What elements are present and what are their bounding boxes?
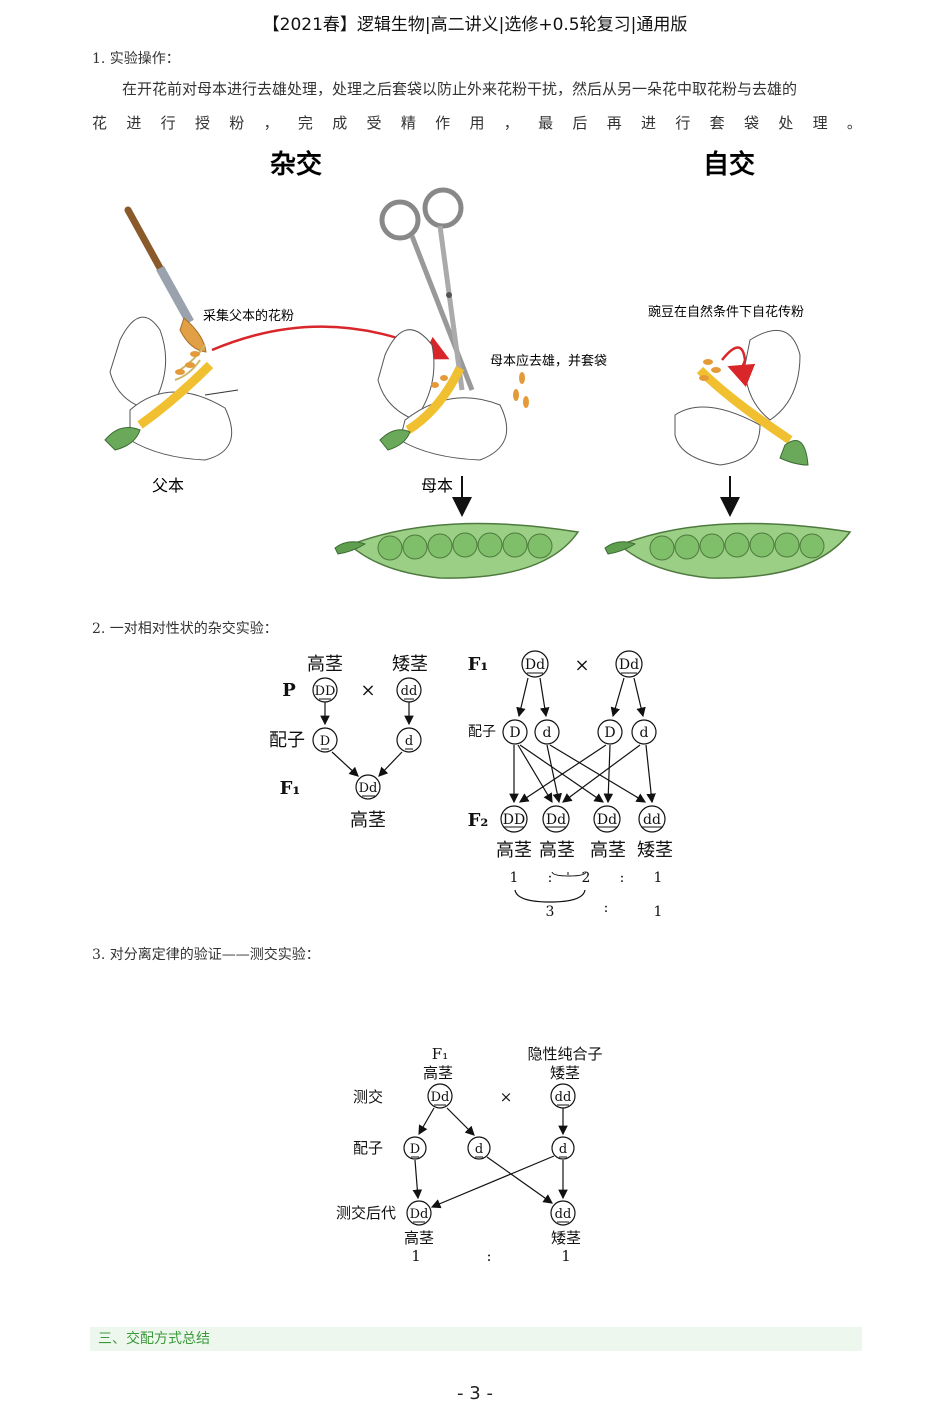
cross-symbol: × — [360, 680, 375, 701]
label-emasculate: 母本应去雄，并套袋 — [490, 353, 607, 369]
label-gamete-testcross: 配子 — [353, 1139, 383, 1157]
title-self: 自交 — [703, 149, 755, 180]
section-heading-testcross: 3. 对分离定律的验证——测交实验： — [92, 947, 320, 963]
gamete-d: d — [405, 734, 413, 749]
section-heading-mating-summary: 三、交配方式总结 — [98, 1331, 210, 1347]
gamete-d-1: d — [543, 725, 552, 741]
section-heading-cross-experiment: 2. 一对相对性状的杂交实验： — [92, 621, 278, 637]
ratio-top-2: 2 — [582, 870, 591, 886]
page-header: 【2021春】逻辑生物|高二讲义|选修+0.5轮复习|通用版 — [262, 15, 688, 35]
self-flower-icon — [674, 330, 809, 466]
testcross-diagram: F₁ 高茎 隐性纯合子 矮茎 测交 × 配子 测交后代 高茎 矮茎 1 : 1 … — [336, 1045, 603, 1265]
ratio-1: 1 — [411, 1247, 421, 1265]
gamete-D-testcross: D — [410, 1142, 420, 1157]
label-self-pollination: 豌豆在自然条件下自花传粉 — [648, 304, 804, 320]
offspring-dd-testcross: dd — [555, 1207, 572, 1222]
label-collect-pollen: 采集父本的花粉 — [203, 308, 294, 324]
label-F2: F₂ — [468, 810, 489, 831]
label-tall-testcross: 高茎 — [423, 1064, 453, 1082]
label-father: 父本 — [152, 476, 184, 495]
pea-pod-self-icon — [604, 522, 852, 579]
ratio-bottom-2: 1 — [654, 904, 663, 920]
paragraph-line-1: 在开花前对母本进行去雄处理，处理之后套袋以防止外来花粉干扰，然后从另一朵花中取花… — [122, 80, 798, 98]
label-F1: F₁ — [280, 778, 301, 799]
label-gamete: 配子 — [269, 730, 305, 751]
gamete-D-2: D — [604, 725, 615, 741]
label-F1-pheno: 高茎 — [350, 810, 386, 831]
offspring-DD: DD — [503, 812, 525, 828]
monohybrid-cross-diagram: 高茎 矮茎 P × 配子 F₁ 高茎 DD dd D d Dd F₁ × F₂ … — [269, 650, 673, 920]
label-offspring: 测交后代 — [336, 1204, 396, 1222]
genotype-Dd-left: Dd — [525, 657, 545, 673]
brush-icon — [124, 206, 207, 353]
pheno-3: 高茎 — [590, 840, 626, 861]
label-F1-right: F₁ — [468, 654, 489, 675]
label-tall: 高茎 — [307, 654, 343, 675]
genotype-dd-testcross: dd — [555, 1090, 572, 1105]
ratio-top-colon-1: : — [548, 870, 553, 886]
offspring-Dd-testcross: Dd — [410, 1207, 429, 1222]
genotype-dd: dd — [401, 684, 418, 699]
cross-symbol-testcross: × — [500, 1088, 513, 1106]
pollination-figure: 杂交 自交 采集父本的花粉 父本 — [104, 149, 852, 579]
mother-flower-icon — [377, 329, 529, 461]
pheno-1: 高茎 — [496, 840, 532, 861]
ratio-bottom-1: 3 — [546, 904, 555, 920]
operation-paragraph: 在开花前对母本进行去雄处理，处理之后套袋以防止外来花粉干扰，然后从另一朵花中取花… — [92, 72, 862, 140]
ratio-top-3: 1 — [654, 870, 663, 886]
label-short-testcross: 矮茎 — [550, 1064, 580, 1082]
genotype-Dd-testcross: Dd — [431, 1090, 450, 1105]
section-bar-mating-summary: 三、交配方式总结 — [90, 1327, 862, 1351]
genotype-Dd-right: Dd — [619, 657, 639, 673]
label-short: 矮茎 — [392, 654, 428, 675]
genotype-DD: DD — [315, 684, 336, 699]
gamete-d-2: d — [640, 725, 649, 741]
label-gamete-right: 配子 — [468, 724, 496, 740]
cross-symbol-right: × — [574, 655, 589, 676]
label-recessive: 隐性纯合子 — [527, 1045, 602, 1063]
genotype-Dd: Dd — [359, 781, 378, 796]
label-offspring-tall: 高茎 — [404, 1229, 434, 1247]
pheno-2: 高茎 — [539, 840, 575, 861]
ratio-2: 1 — [561, 1247, 571, 1265]
ratio-bottom-colon: : — [604, 900, 609, 916]
paragraph-line-2: 花进行授粉，完成受精作用，最后再进行套袋处理。 — [92, 114, 862, 132]
gamete-d-testcross-2: d — [559, 1142, 567, 1157]
gamete-D-1: D — [509, 725, 520, 741]
scissors-icon — [379, 187, 475, 391]
ratio-top-1: 1 — [510, 870, 519, 886]
offspring-Dd-1: Dd — [546, 812, 566, 828]
father-flower-icon — [104, 316, 239, 461]
pea-pod-cross-icon — [334, 522, 580, 579]
label-F1-testcross: F₁ — [432, 1045, 448, 1063]
pheno-4: 矮茎 — [637, 840, 673, 861]
title-cross: 杂交 — [270, 149, 322, 180]
ratio-colon: : — [486, 1247, 491, 1265]
gamete-D: D — [320, 734, 330, 749]
gamete-d-testcross-1: d — [475, 1142, 483, 1157]
ratio-top-colon-2: : — [620, 870, 625, 886]
offspring-Dd-2: Dd — [597, 812, 617, 828]
page-number: - 3 - — [457, 1383, 493, 1404]
label-P: P — [282, 680, 296, 701]
label-mother: 母本 — [421, 476, 453, 495]
label-testcross: 测交 — [353, 1088, 383, 1106]
label-offspring-short: 矮茎 — [551, 1229, 581, 1247]
section-heading-operation: 1. 实验操作： — [92, 51, 180, 67]
offspring-dd: dd — [643, 812, 661, 828]
